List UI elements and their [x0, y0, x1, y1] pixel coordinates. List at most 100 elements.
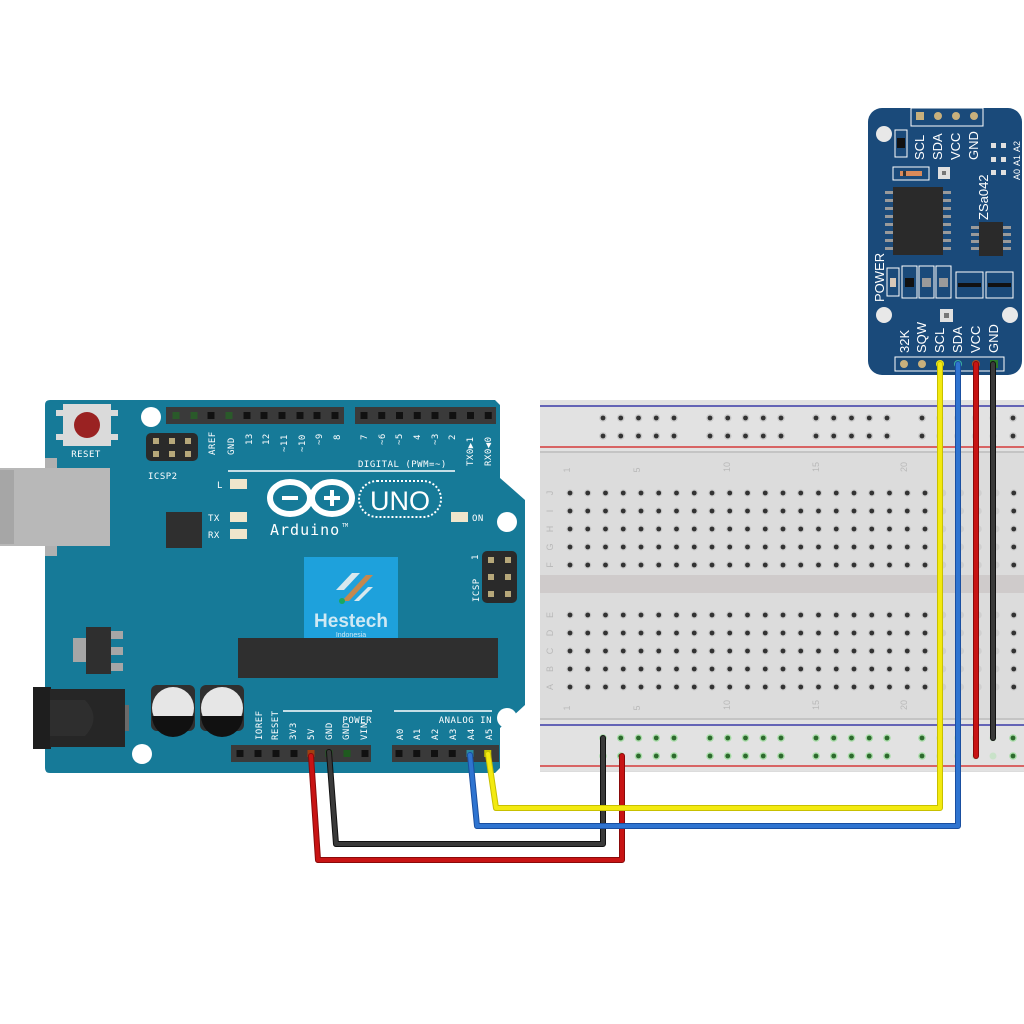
breadboard-hole[interactable] [727, 648, 733, 654]
rail-hole[interactable] [636, 433, 641, 439]
breadboard-hole[interactable] [851, 666, 857, 672]
breadboard-hole[interactable] [887, 684, 892, 690]
breadboard-hole[interactable] [798, 630, 804, 636]
breadboard-hole[interactable] [620, 612, 626, 618]
rail-hole[interactable] [813, 753, 819, 759]
breadboard-hole[interactable] [745, 612, 750, 618]
breadboard-hole[interactable] [1011, 612, 1017, 618]
breadboard-hole[interactable] [638, 666, 644, 672]
breadboard-hole[interactable] [709, 544, 715, 550]
breadboard-hole[interactable] [674, 562, 679, 568]
breadboard-hole[interactable] [691, 508, 697, 514]
header-pin[interactable] [254, 750, 262, 757]
breadboard-hole[interactable] [745, 666, 750, 672]
breadboard-hole[interactable] [585, 526, 591, 532]
breadboard-hole[interactable] [656, 526, 662, 532]
breadboard-hole[interactable] [620, 544, 626, 550]
rail-hole[interactable] [778, 415, 784, 421]
breadboard-hole[interactable] [638, 648, 644, 654]
rail-hole[interactable] [725, 753, 731, 759]
breadboard-hole[interactable] [727, 630, 733, 636]
rail-hole[interactable] [671, 433, 677, 439]
breadboard-hole[interactable] [674, 544, 679, 550]
breadboard-hole[interactable] [762, 508, 768, 514]
breadboard-hole[interactable] [798, 544, 804, 550]
header-pin[interactable] [278, 412, 286, 419]
breadboard-hole[interactable] [762, 544, 768, 550]
header-pin[interactable] [313, 412, 321, 419]
breadboard-hole[interactable] [904, 544, 910, 550]
breadboard-hole[interactable] [603, 562, 608, 568]
header-pin[interactable] [413, 412, 421, 419]
breadboard-hole[interactable] [656, 630, 662, 636]
rail-hole[interactable] [884, 415, 890, 421]
rail-hole[interactable] [866, 415, 872, 421]
rail-hole[interactable] [989, 752, 997, 760]
breadboard-hole[interactable] [674, 490, 679, 496]
header-pin[interactable] [360, 412, 368, 419]
reset-button[interactable] [56, 404, 118, 446]
breadboard-hole[interactable] [851, 508, 857, 514]
breadboard-hole[interactable] [620, 526, 626, 532]
wire-black-gnd[interactable] [327, 736, 605, 846]
breadboard-hole[interactable] [762, 630, 768, 636]
breadboard-hole[interactable] [585, 562, 591, 568]
breadboard-hole[interactable] [869, 526, 875, 532]
breadboard-hole[interactable] [567, 508, 573, 514]
breadboard-hole[interactable] [851, 544, 857, 550]
breadboard-hole[interactable] [727, 612, 733, 618]
breadboard-hole[interactable] [638, 630, 644, 636]
breadboard-hole[interactable] [745, 508, 750, 514]
breadboard-hole[interactable] [709, 508, 715, 514]
rail-hole[interactable] [1010, 433, 1016, 439]
breadboard-hole[interactable] [709, 630, 715, 636]
breadboard-hole[interactable] [638, 544, 644, 550]
breadboard-hole[interactable] [656, 508, 662, 514]
header-pin[interactable] [431, 412, 439, 419]
rail-hole[interactable] [1010, 415, 1016, 421]
breadboard-hole[interactable] [1011, 544, 1017, 550]
rail-hole[interactable] [618, 433, 624, 439]
breadboard-hole[interactable] [922, 490, 928, 496]
rail-hole[interactable] [618, 735, 624, 741]
breadboard-hole[interactable] [904, 490, 910, 496]
rail-hole[interactable] [760, 433, 766, 439]
breadboard-hole[interactable] [674, 666, 679, 672]
breadboard-hole[interactable] [798, 508, 804, 514]
breadboard-hole[interactable] [638, 508, 644, 514]
breadboard-hole[interactable] [709, 562, 715, 568]
breadboard-hole[interactable] [1011, 684, 1017, 690]
breadboard-hole[interactable] [638, 526, 644, 532]
header-pin[interactable] [449, 412, 457, 419]
breadboard-hole[interactable] [762, 526, 768, 532]
rail-hole[interactable] [849, 433, 854, 439]
rail-hole[interactable] [725, 735, 731, 741]
breadboard-hole[interactable] [656, 490, 662, 496]
breadboard-hole[interactable] [1011, 648, 1017, 654]
breadboard-hole[interactable] [904, 562, 910, 568]
breadboard-hole[interactable] [762, 612, 768, 618]
rail-hole[interactable] [866, 735, 872, 741]
rail-hole[interactable] [919, 735, 925, 741]
rail-hole[interactable] [778, 753, 784, 759]
breadboard-hole[interactable] [922, 666, 928, 672]
breadboard-hole[interactable] [585, 490, 591, 496]
breadboard-hole[interactable] [816, 630, 821, 636]
wire-yellow-scl[interactable] [486, 362, 942, 810]
breadboard-hole[interactable] [798, 562, 804, 568]
breadboard-hole[interactable] [585, 630, 591, 636]
rail-hole[interactable] [866, 433, 872, 439]
breadboard-hole[interactable] [780, 648, 786, 654]
rail-hole[interactable] [653, 415, 659, 421]
breadboard-hole[interactable] [887, 508, 892, 514]
rail-hole[interactable] [671, 735, 677, 741]
rail-hole[interactable] [743, 735, 748, 741]
breadboard-hole[interactable] [691, 630, 697, 636]
rail-hole[interactable] [618, 415, 624, 421]
breadboard-hole[interactable] [620, 648, 626, 654]
breadboard-hole[interactable] [674, 630, 679, 636]
rail-hole[interactable] [707, 735, 713, 741]
rail-hole[interactable] [831, 433, 837, 439]
breadboard-hole[interactable] [674, 648, 679, 654]
header-pin[interactable] [290, 750, 298, 757]
